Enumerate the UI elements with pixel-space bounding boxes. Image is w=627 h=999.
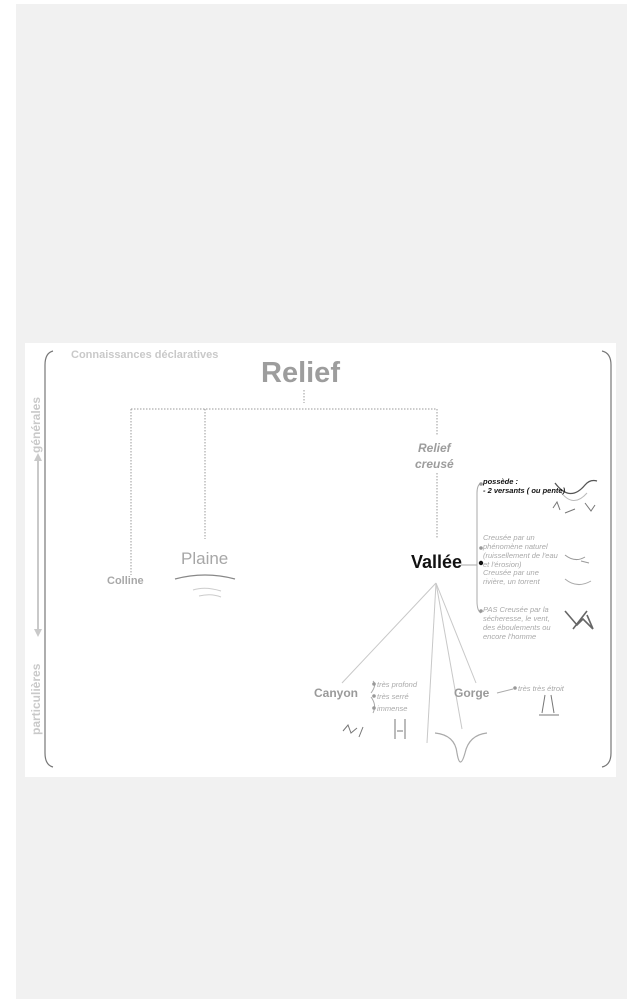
axis-label-particulieres: particulières [29, 663, 43, 735]
axis-arrow-up [34, 453, 42, 461]
canyon-note: immense [377, 704, 408, 713]
canyon-note: très profond [377, 680, 418, 689]
gorge-sketch [539, 694, 559, 716]
node-relief-creuse: Relief creusé [415, 441, 454, 471]
axis-arrow-down [34, 629, 42, 637]
v-valley-sketch [434, 732, 488, 763]
right-bracket [601, 350, 612, 768]
diagram-lines [34, 350, 612, 768]
erosion-sketch [564, 554, 590, 564]
note-versants: - 2 versants ( ou pente) [483, 486, 566, 495]
node-colline: Colline [107, 575, 144, 587]
crossed-sketch [564, 610, 594, 630]
node-vallee: Vallée [411, 552, 463, 572]
hands-sketch-1 [552, 500, 596, 514]
note-pas-creusee: PAS Creusée par la sécheresse, le vent, … [483, 605, 551, 641]
plaine-sketch [174, 574, 236, 580]
node-gorge: Gorge [454, 686, 490, 700]
node-plaine: Plaine [181, 549, 229, 568]
left-bracket [44, 350, 54, 768]
vallee-branches [341, 582, 477, 744]
note-creusee-riviere: Creusée par une rivière, un torrent [483, 568, 540, 586]
diagram-title: Connaissances déclaratives [71, 349, 219, 361]
vallee-profile-sketch [554, 479, 598, 495]
node-canyon: Canyon [314, 686, 359, 700]
axis-label-generales: générales [29, 396, 43, 453]
hierarchy-connectors [130, 390, 438, 575]
note-possede: possède : [483, 477, 519, 486]
gorge-note: très très étroit [518, 684, 564, 693]
canyon-note: très serré [377, 692, 409, 701]
river-sketch [564, 578, 592, 585]
note-creusee-naturel: Creusée par un phénomène naturel (ruisse… [483, 533, 558, 569]
node-relief: Relief [261, 357, 340, 389]
diagram-slide: Connaissances déclaratives Relief Relief… [25, 343, 616, 777]
canyon-sketch [342, 719, 406, 739]
vallee-brace [476, 482, 482, 614]
